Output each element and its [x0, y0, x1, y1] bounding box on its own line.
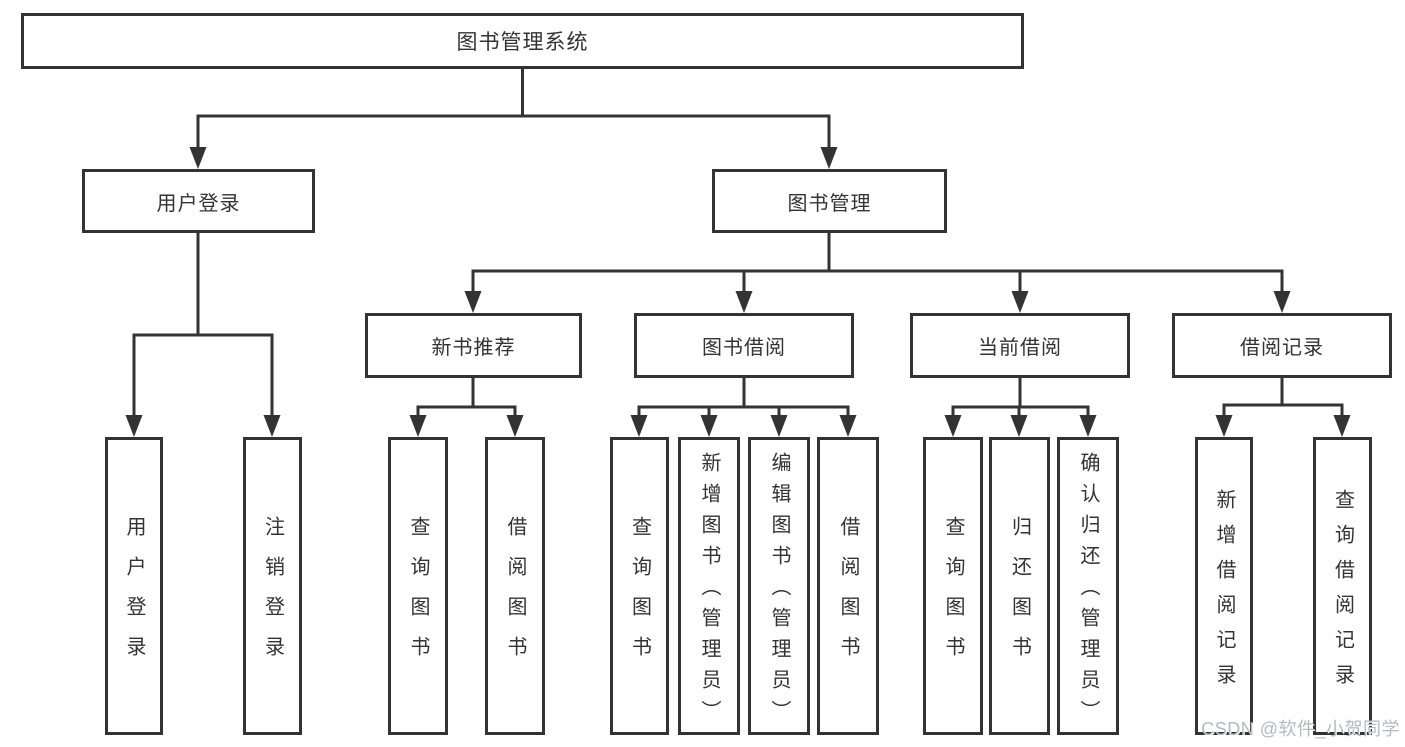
leaf-label: 新增图书（管理员） [698, 452, 720, 731]
leaf-query-books-2: 查询图书 [610, 437, 669, 735]
leaf-return-book: 归还图书 [989, 437, 1050, 735]
leaf-confirm-return-admin: 确认归还（管理员） [1057, 437, 1119, 735]
leaf-logout: 注销登录 [243, 437, 302, 735]
leaf-query-books-3: 查询图书 [923, 437, 983, 735]
csdn-watermark: CSDN @软件_小贺同学 [1201, 719, 1400, 739]
node-borrow-records: 借阅记录 [1172, 313, 1392, 378]
node-root-system: 图书管理系统 [21, 13, 1024, 69]
leaf-label: 借阅图书 [504, 516, 526, 676]
leaf-label: 查询借阅记录 [1331, 488, 1354, 699]
leaf-label: 查询图书 [628, 516, 651, 676]
node-current-borrow: 当前借阅 [910, 313, 1130, 378]
leaf-add-book-admin: 新增图书（管理员） [678, 437, 740, 735]
leaf-borrow-books-1: 借阅图书 [485, 437, 545, 735]
leaf-label: 注销登录 [261, 516, 284, 676]
node-book-management: 图书管理 [712, 169, 947, 233]
leaf-label: 新增借阅记录 [1213, 488, 1235, 699]
leaf-label: 确认归还（管理员） [1077, 452, 1099, 731]
leaf-label: 用户登录 [123, 516, 145, 676]
leaf-query-borrow-record: 查询借阅记录 [1313, 437, 1372, 735]
node-user-login: 用户登录 [82, 169, 315, 233]
leaf-query-books-1: 查询图书 [388, 437, 448, 735]
leaf-label: 借阅图书 [837, 516, 859, 676]
node-new-book-recommend: 新书推荐 [365, 313, 582, 378]
leaf-edit-book-admin: 编辑图书（管理员） [748, 437, 810, 735]
node-book-borrow: 图书借阅 [634, 313, 854, 378]
leaf-borrow-books-2: 借阅图书 [817, 437, 879, 735]
leaf-label: 归还图书 [1008, 516, 1031, 676]
leaf-label: 查询图书 [407, 516, 429, 676]
leaf-user-login: 用户登录 [105, 437, 163, 735]
leaf-label: 查询图书 [942, 516, 964, 676]
leaf-add-borrow-record: 新增借阅记录 [1195, 437, 1253, 735]
leaf-label: 编辑图书（管理员） [768, 452, 790, 731]
